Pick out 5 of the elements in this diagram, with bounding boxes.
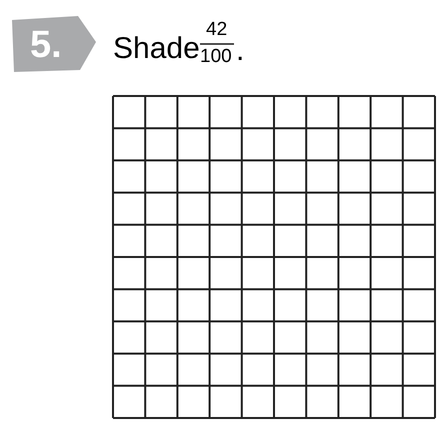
fraction-denominator: 100 bbox=[200, 47, 232, 66]
question-number: 5. bbox=[30, 26, 62, 64]
period-mark: . bbox=[236, 36, 244, 66]
instruction-text: Shade bbox=[113, 34, 200, 64]
fraction-numerator: 42 bbox=[206, 20, 228, 39]
